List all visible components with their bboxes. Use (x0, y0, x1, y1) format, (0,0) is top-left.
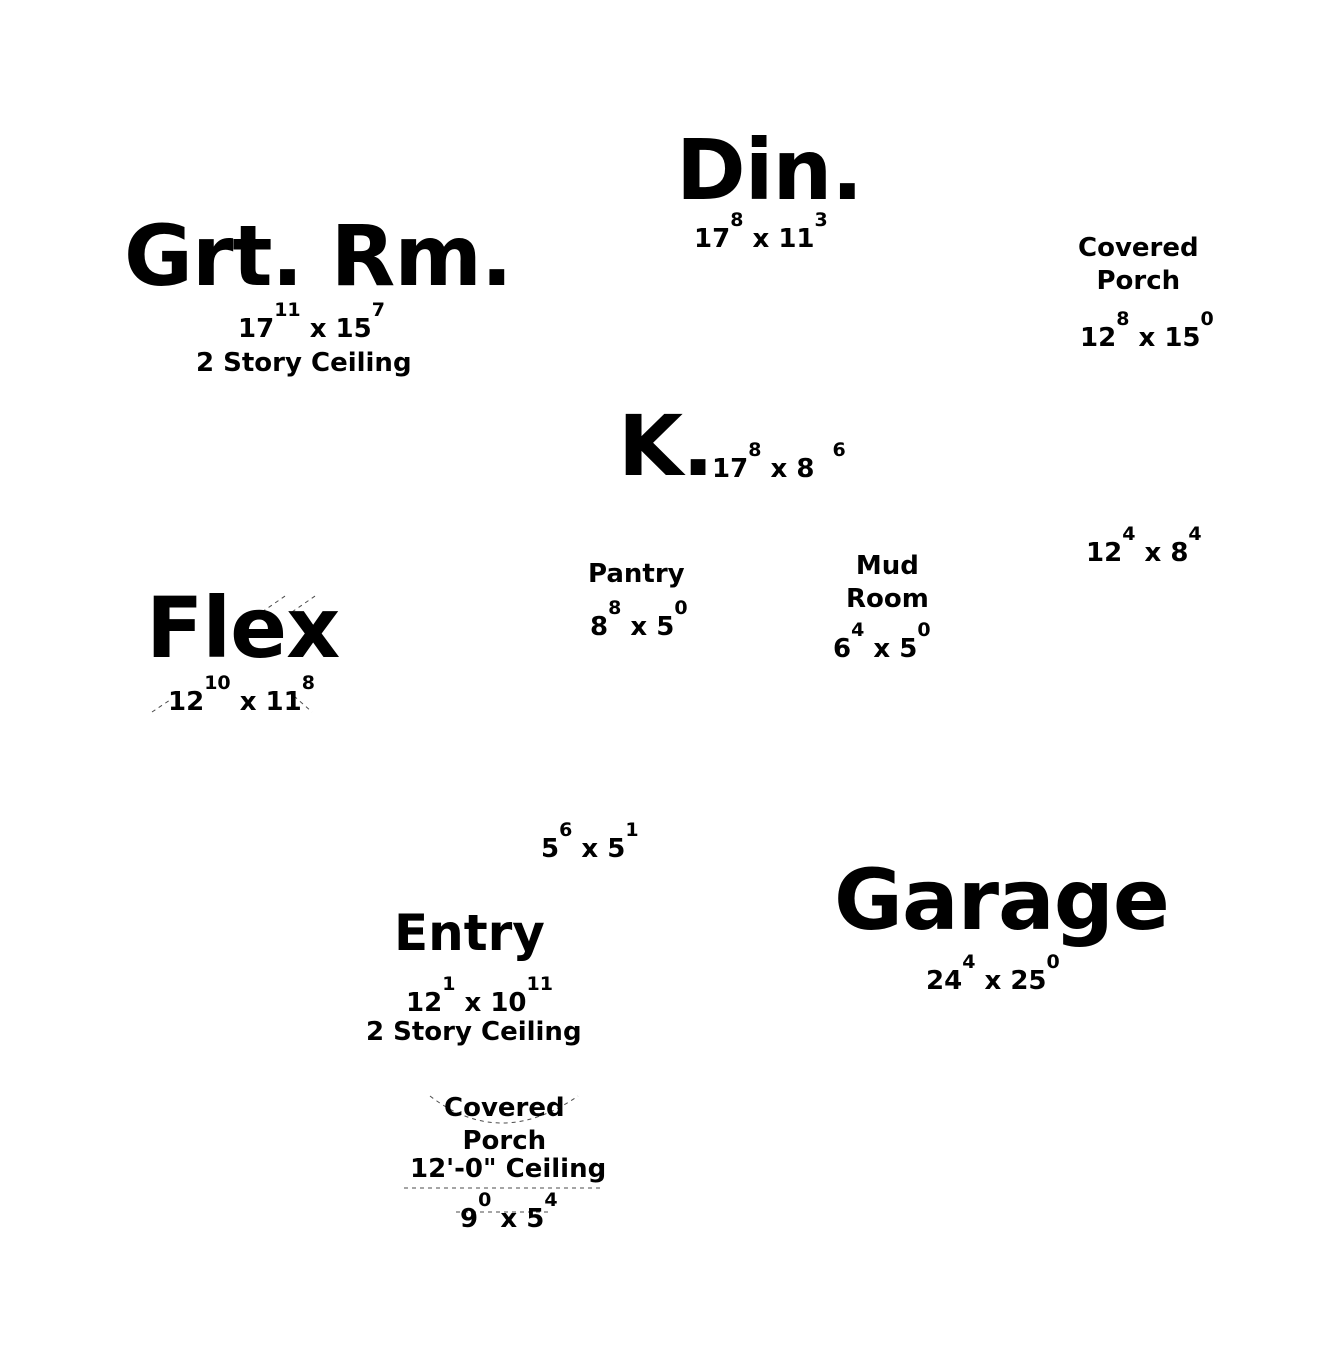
garage-label: Garage (834, 851, 1170, 949)
covered-porch-rear-line1: Covered (1078, 233, 1199, 263)
covered-porch-rear-width: 12 (1080, 323, 1117, 353)
garage-width: 24 (926, 966, 963, 996)
pantry-width-inches: 8 (608, 597, 622, 619)
entry-length-inches: 11 (526, 973, 553, 995)
covered-porch-front-ceiling-note: 12'-0" Ceiling (410, 1154, 607, 1184)
covered-porch-front-line2: Porch (462, 1125, 547, 1156)
closet-length-inches: 1 (625, 819, 639, 841)
entry-label: Entry (394, 904, 545, 962)
great-room-length: 15 (335, 314, 372, 344)
closet-length: 5 (607, 834, 626, 864)
dining-width-inches: 8 (730, 209, 744, 231)
covered-porch-rear-length-inches: 0 (1200, 308, 1214, 330)
garage-dimensions: 244 x 250 (926, 953, 1060, 996)
kitchen-label: K. (618, 397, 714, 495)
mud-room-line1: Mud (855, 551, 919, 581)
dimension-separator: x (500, 1204, 518, 1234)
dining-dimensions: 178 x 113 (694, 211, 828, 254)
closet-width-inches: 6 (559, 819, 573, 841)
dimension-separator: x (239, 687, 257, 717)
mud-room-width-inches: 4 (851, 619, 865, 641)
entry-ceiling-note: 2 Story Ceiling (366, 1017, 582, 1047)
unlabeled-room-length: 8 (1170, 538, 1189, 568)
unlabeled-room-width-inches: 4 (1122, 523, 1136, 545)
flex-width: 12 (168, 687, 205, 717)
dining-length: 11 (778, 224, 815, 254)
flex-dimensions: 1210 x 118 (168, 674, 315, 717)
great-room-ceiling-note: 2 Story Ceiling (196, 348, 412, 378)
covered-porch-rear-label: Covered Porch (1078, 232, 1199, 297)
dimension-separator: x (752, 224, 770, 254)
pantry-length: 5 (656, 612, 675, 642)
entry-dimensions: 121 x 1011 (406, 975, 553, 1018)
unlabeled-room-length-inches: 4 (1188, 523, 1202, 545)
dimension-separator: x (984, 966, 1002, 996)
dining-width: 17 (694, 224, 731, 254)
dimension-separator: x (581, 834, 599, 864)
garage-length: 25 (1010, 966, 1047, 996)
mud-room-length: 5 (899, 634, 918, 664)
pantry-label: Pantry (588, 559, 685, 589)
great-room-width-inches: 11 (274, 299, 301, 321)
entry-length: 10 (490, 988, 527, 1018)
garage-length-inches: 0 (1046, 951, 1060, 973)
mud-room-line2: Room (846, 583, 929, 614)
covered-porch-rear-dimensions: 128 x 150 (1080, 310, 1214, 353)
covered-porch-front-dimensions: 90 x 54 (460, 1191, 558, 1234)
covered-porch-rear-line2: Porch (1096, 265, 1181, 296)
great-room-width: 17 (238, 314, 275, 344)
entry-width: 12 (406, 988, 443, 1018)
unlabeled-room-dimensions: 124 x 84 (1086, 525, 1202, 568)
dimension-separator: x (1144, 538, 1162, 568)
closet-width: 5 (541, 834, 560, 864)
mud-room-width: 6 (833, 634, 852, 664)
covered-porch-front-width-inches: 0 (478, 1189, 492, 1211)
entry-width-inches: 1 (442, 973, 456, 995)
kitchen-dimensions: 178 x 8 6 (712, 441, 846, 484)
covered-porch-rear-length: 15 (1164, 323, 1201, 353)
kitchen-length: 8 (796, 454, 815, 484)
great-room-label: Grt. Rm. (124, 207, 513, 305)
great-room-length-inches: 7 (371, 299, 385, 321)
covered-porch-front-label: Covered Porch (444, 1092, 565, 1157)
dimension-separator: x (1138, 323, 1156, 353)
unlabeled-room-width: 12 (1086, 538, 1123, 568)
great-room-dimensions: 1711 x 157 (238, 301, 385, 344)
covered-porch-front-length: 5 (526, 1204, 545, 1234)
flex-label: Flex (146, 579, 340, 677)
covered-porch-front-length-inches: 4 (544, 1189, 558, 1211)
flex-length: 11 (265, 687, 302, 717)
pantry-width: 8 (590, 612, 609, 642)
mud-room-dimensions: 64 x 50 (833, 621, 931, 664)
garage-width-inches: 4 (962, 951, 976, 973)
pantry-dimensions: 88 x 50 (590, 599, 688, 642)
dining-label: Din. (676, 121, 863, 219)
kitchen-width-inches: 8 (748, 439, 762, 461)
dining-length-inches: 3 (814, 209, 828, 231)
mud-room-length-inches: 0 (917, 619, 931, 641)
dimension-separator: x (630, 612, 648, 642)
dimension-separator: x (309, 314, 327, 344)
kitchen-length-inches: 6 (832, 439, 846, 461)
covered-porch-front-line1: Covered (444, 1093, 565, 1123)
mud-room-label: Mud Room (846, 550, 929, 615)
pantry-length-inches: 0 (674, 597, 688, 619)
dimension-separator: x (464, 988, 482, 1018)
covered-porch-rear-width-inches: 8 (1116, 308, 1130, 330)
dimension-separator: x (873, 634, 891, 664)
covered-porch-front-width: 9 (460, 1204, 479, 1234)
kitchen-width: 17 (712, 454, 749, 484)
closet-dimensions: 56 x 51 (541, 821, 639, 864)
flex-length-inches: 8 (301, 672, 315, 694)
flex-width-inches: 10 (204, 672, 231, 694)
dimension-separator: x (770, 454, 788, 484)
